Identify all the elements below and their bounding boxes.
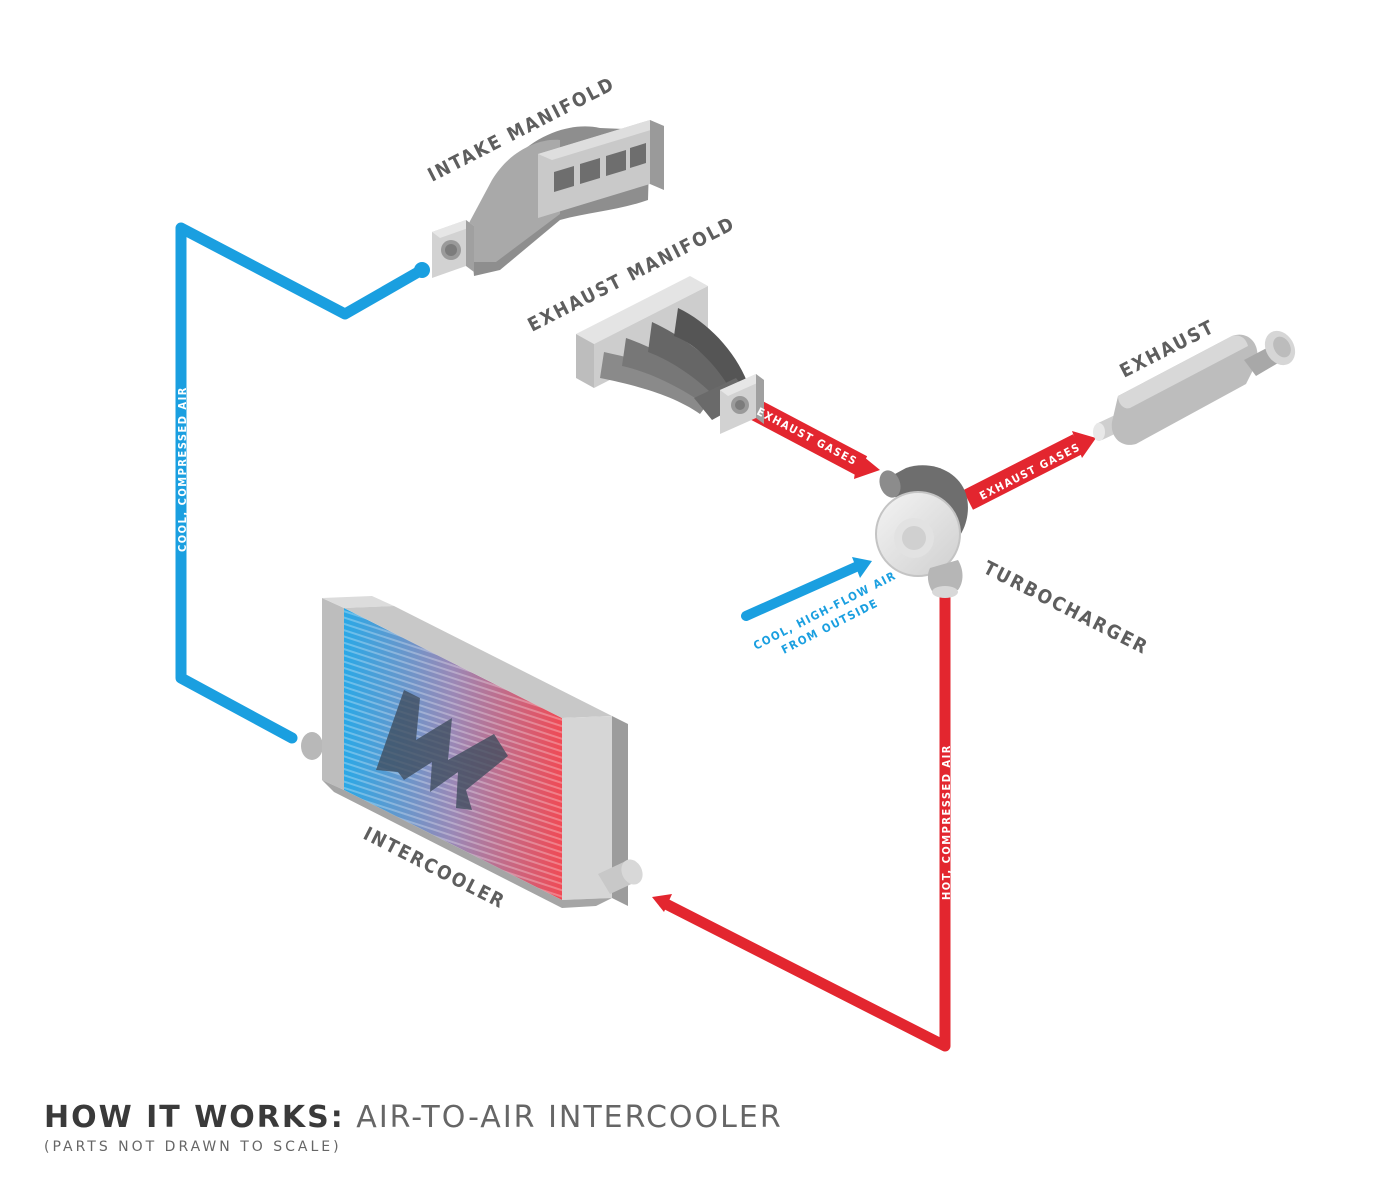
exhaust-arrowhead-2	[1072, 431, 1096, 458]
exhaust-gases-pipe-2	[963, 434, 1083, 510]
caption-title: HOW IT WORKS: AIR-TO-AIR INTERCOOLER	[44, 1100, 783, 1135]
cool-air-in-pipe	[741, 561, 863, 621]
cool-air-arrowhead	[852, 557, 872, 578]
intercooler	[301, 596, 643, 908]
label-exhaust-gases-2: EXHAUST GASES	[977, 440, 1082, 502]
intake-inlet-cap	[414, 262, 430, 278]
hot-compressed-air-pipe	[658, 592, 951, 1052]
intercooler-logo	[376, 690, 508, 810]
exhaust-gases-pipe-1	[750, 400, 868, 476]
caption-note: (PARTS NOT DRAWN TO SCALE)	[44, 1139, 342, 1155]
diagram-caption: HOW IT WORKS: AIR-TO-AIR INTERCOOLER (PA…	[44, 1100, 783, 1155]
exhaust-manifold	[576, 276, 764, 434]
cool-compressed-air-pipe	[175, 222, 426, 744]
caption-title-rest: AIR-TO-AIR INTERCOOLER	[344, 1100, 783, 1135]
exhaust-arrowhead-1	[854, 452, 880, 479]
turbocharger	[875, 465, 968, 598]
label-turbocharger: TURBOCHARGER	[980, 557, 1152, 659]
label-hot-compressed-air: HOT, COMPRESSED AIR	[940, 744, 953, 900]
caption-title-strong: HOW IT WORKS:	[44, 1100, 345, 1135]
label-cool-compressed-air: COOL, COMPRESSED AIR	[176, 386, 189, 552]
hot-air-arrowhead	[652, 894, 672, 912]
intake-manifold	[432, 120, 664, 278]
label-exhaust-gases-1: EXHAUST GASES	[755, 405, 860, 468]
exhaust-muffler	[1093, 330, 1296, 445]
